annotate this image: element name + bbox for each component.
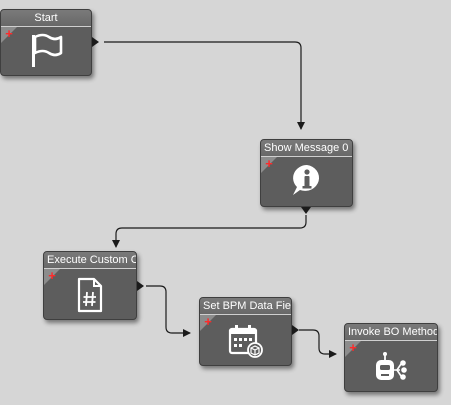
show-message-output-port[interactable]	[301, 207, 311, 214]
connector-start-to-show-message[interactable]	[104, 41, 305, 130]
show-message-node[interactable]: Show Message 0 +	[260, 139, 353, 207]
start-output-port[interactable]	[92, 37, 99, 47]
code-file-icon	[77, 277, 103, 313]
set-bpm-data-field-node[interactable]: Set BPM Data Field +	[199, 297, 292, 366]
node-corner	[261, 157, 277, 173]
start-node[interactable]: Start +	[0, 9, 92, 76]
set-bpm-output-port[interactable]	[292, 325, 299, 335]
add-step-icon[interactable]: +	[265, 156, 273, 171]
node-title: Invoke BO Method	[345, 324, 437, 341]
add-step-icon[interactable]: +	[48, 268, 56, 283]
add-step-icon[interactable]: +	[204, 314, 212, 329]
node-corner	[345, 341, 361, 357]
node-corner	[1, 27, 17, 43]
add-step-icon[interactable]: +	[349, 340, 357, 355]
robot-icon	[376, 352, 407, 380]
node-corner	[44, 269, 60, 285]
node-corner	[200, 315, 216, 331]
node-title: Start	[1, 10, 91, 27]
connector-execute-custom-to-set-bpm[interactable]	[146, 285, 191, 337]
node-title: Set BPM Data Field	[200, 298, 291, 315]
add-step-icon[interactable]: +	[5, 26, 13, 41]
invoke-bo-method-node[interactable]: Invoke BO Method +	[344, 323, 438, 392]
flag-icon	[32, 33, 63, 67]
info-icon	[293, 165, 320, 195]
node-title: Execute Custom Co	[44, 252, 136, 269]
execute-custom-code-node[interactable]: Execute Custom Co +	[43, 251, 137, 320]
execute-custom-output-port[interactable]	[137, 281, 144, 291]
node-title: Show Message 0	[261, 140, 352, 157]
connector-show-message-to-execute-custom[interactable]	[112, 215, 307, 248]
calendar-icon	[228, 325, 263, 358]
connector-set-bpm-to-invoke-bo[interactable]	[299, 329, 337, 358]
